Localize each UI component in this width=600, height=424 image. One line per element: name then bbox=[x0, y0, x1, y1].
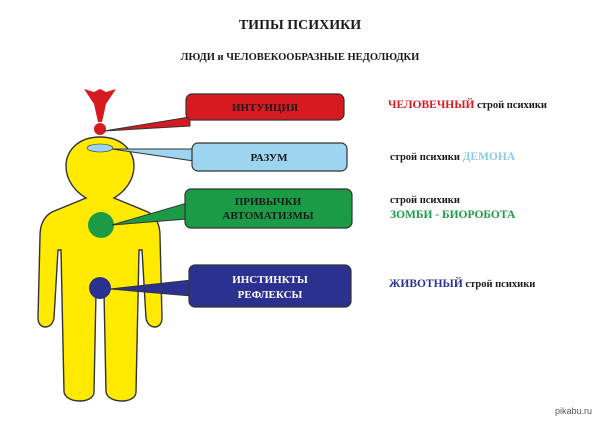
habits-label-line2: АВТОМАТИЗМЫ bbox=[222, 210, 313, 222]
intuition-label: ИНТУИЦИЯ bbox=[232, 102, 298, 114]
instincts-desc-text: строй психики bbox=[462, 279, 536, 290]
watermark: pikabu.ru bbox=[554, 406, 592, 416]
page-subtitle: ЛЮДИ и ЧЕЛОВЕКООБРАЗНЫЕ НЕДОЛЮДКИ bbox=[180, 52, 420, 63]
page-title: ТИПЫ ПСИХИКИ bbox=[238, 18, 362, 33]
habits-box: ПРИВЫЧКИ АВТОМАТИЗМЫ bbox=[184, 188, 353, 229]
instincts-label-line1: ИНСТИНКТЫ bbox=[232, 274, 308, 286]
habits-type-name: ЗОМБИ - БИОРОБОТА bbox=[390, 209, 516, 221]
habits-point bbox=[88, 212, 114, 238]
intuition-pointer bbox=[103, 116, 191, 132]
mind-label: РАЗУМ bbox=[251, 152, 289, 164]
habits-desc-text: строй психики bbox=[390, 195, 460, 206]
instincts-label-line2: РЕФЛЕКСЫ bbox=[238, 289, 303, 301]
human-figure bbox=[37, 89, 163, 402]
mind-description: строй психики ДЕМОНА bbox=[390, 151, 515, 163]
instincts-point bbox=[89, 277, 111, 299]
instincts-type-name: ЖИВОТНЫЙ bbox=[389, 278, 463, 290]
intuition-point bbox=[94, 123, 106, 135]
habits-label-line1: ПРИВЫЧКИ bbox=[235, 196, 302, 208]
intuition-box: ИНТУИЦИЯ bbox=[185, 93, 345, 121]
mind-type-name: ДЕМОНА bbox=[462, 151, 516, 163]
instincts-description: ЖИВОТНЫЙ строй психики bbox=[389, 278, 535, 290]
intuition-description: ЧЕЛОВЕЧНЫЙ строй психики bbox=[388, 99, 547, 111]
instincts-box: ИНСТИНКТЫ РЕФЛЕКСЫ bbox=[188, 264, 352, 308]
mind-point bbox=[86, 143, 114, 153]
intuition-arrow-icon bbox=[84, 89, 116, 122]
intuition-desc-text: строй психики bbox=[474, 100, 547, 111]
habits-description: строй психики ЗОМБИ - БИОРОБОТА bbox=[390, 193, 515, 223]
intuition-type-name: ЧЕЛОВЕЧНЫЙ bbox=[388, 99, 475, 111]
mind-box: РАЗУМ bbox=[191, 142, 348, 172]
mind-desc-text: строй психики bbox=[390, 152, 463, 163]
body-silhouette bbox=[37, 136, 163, 402]
